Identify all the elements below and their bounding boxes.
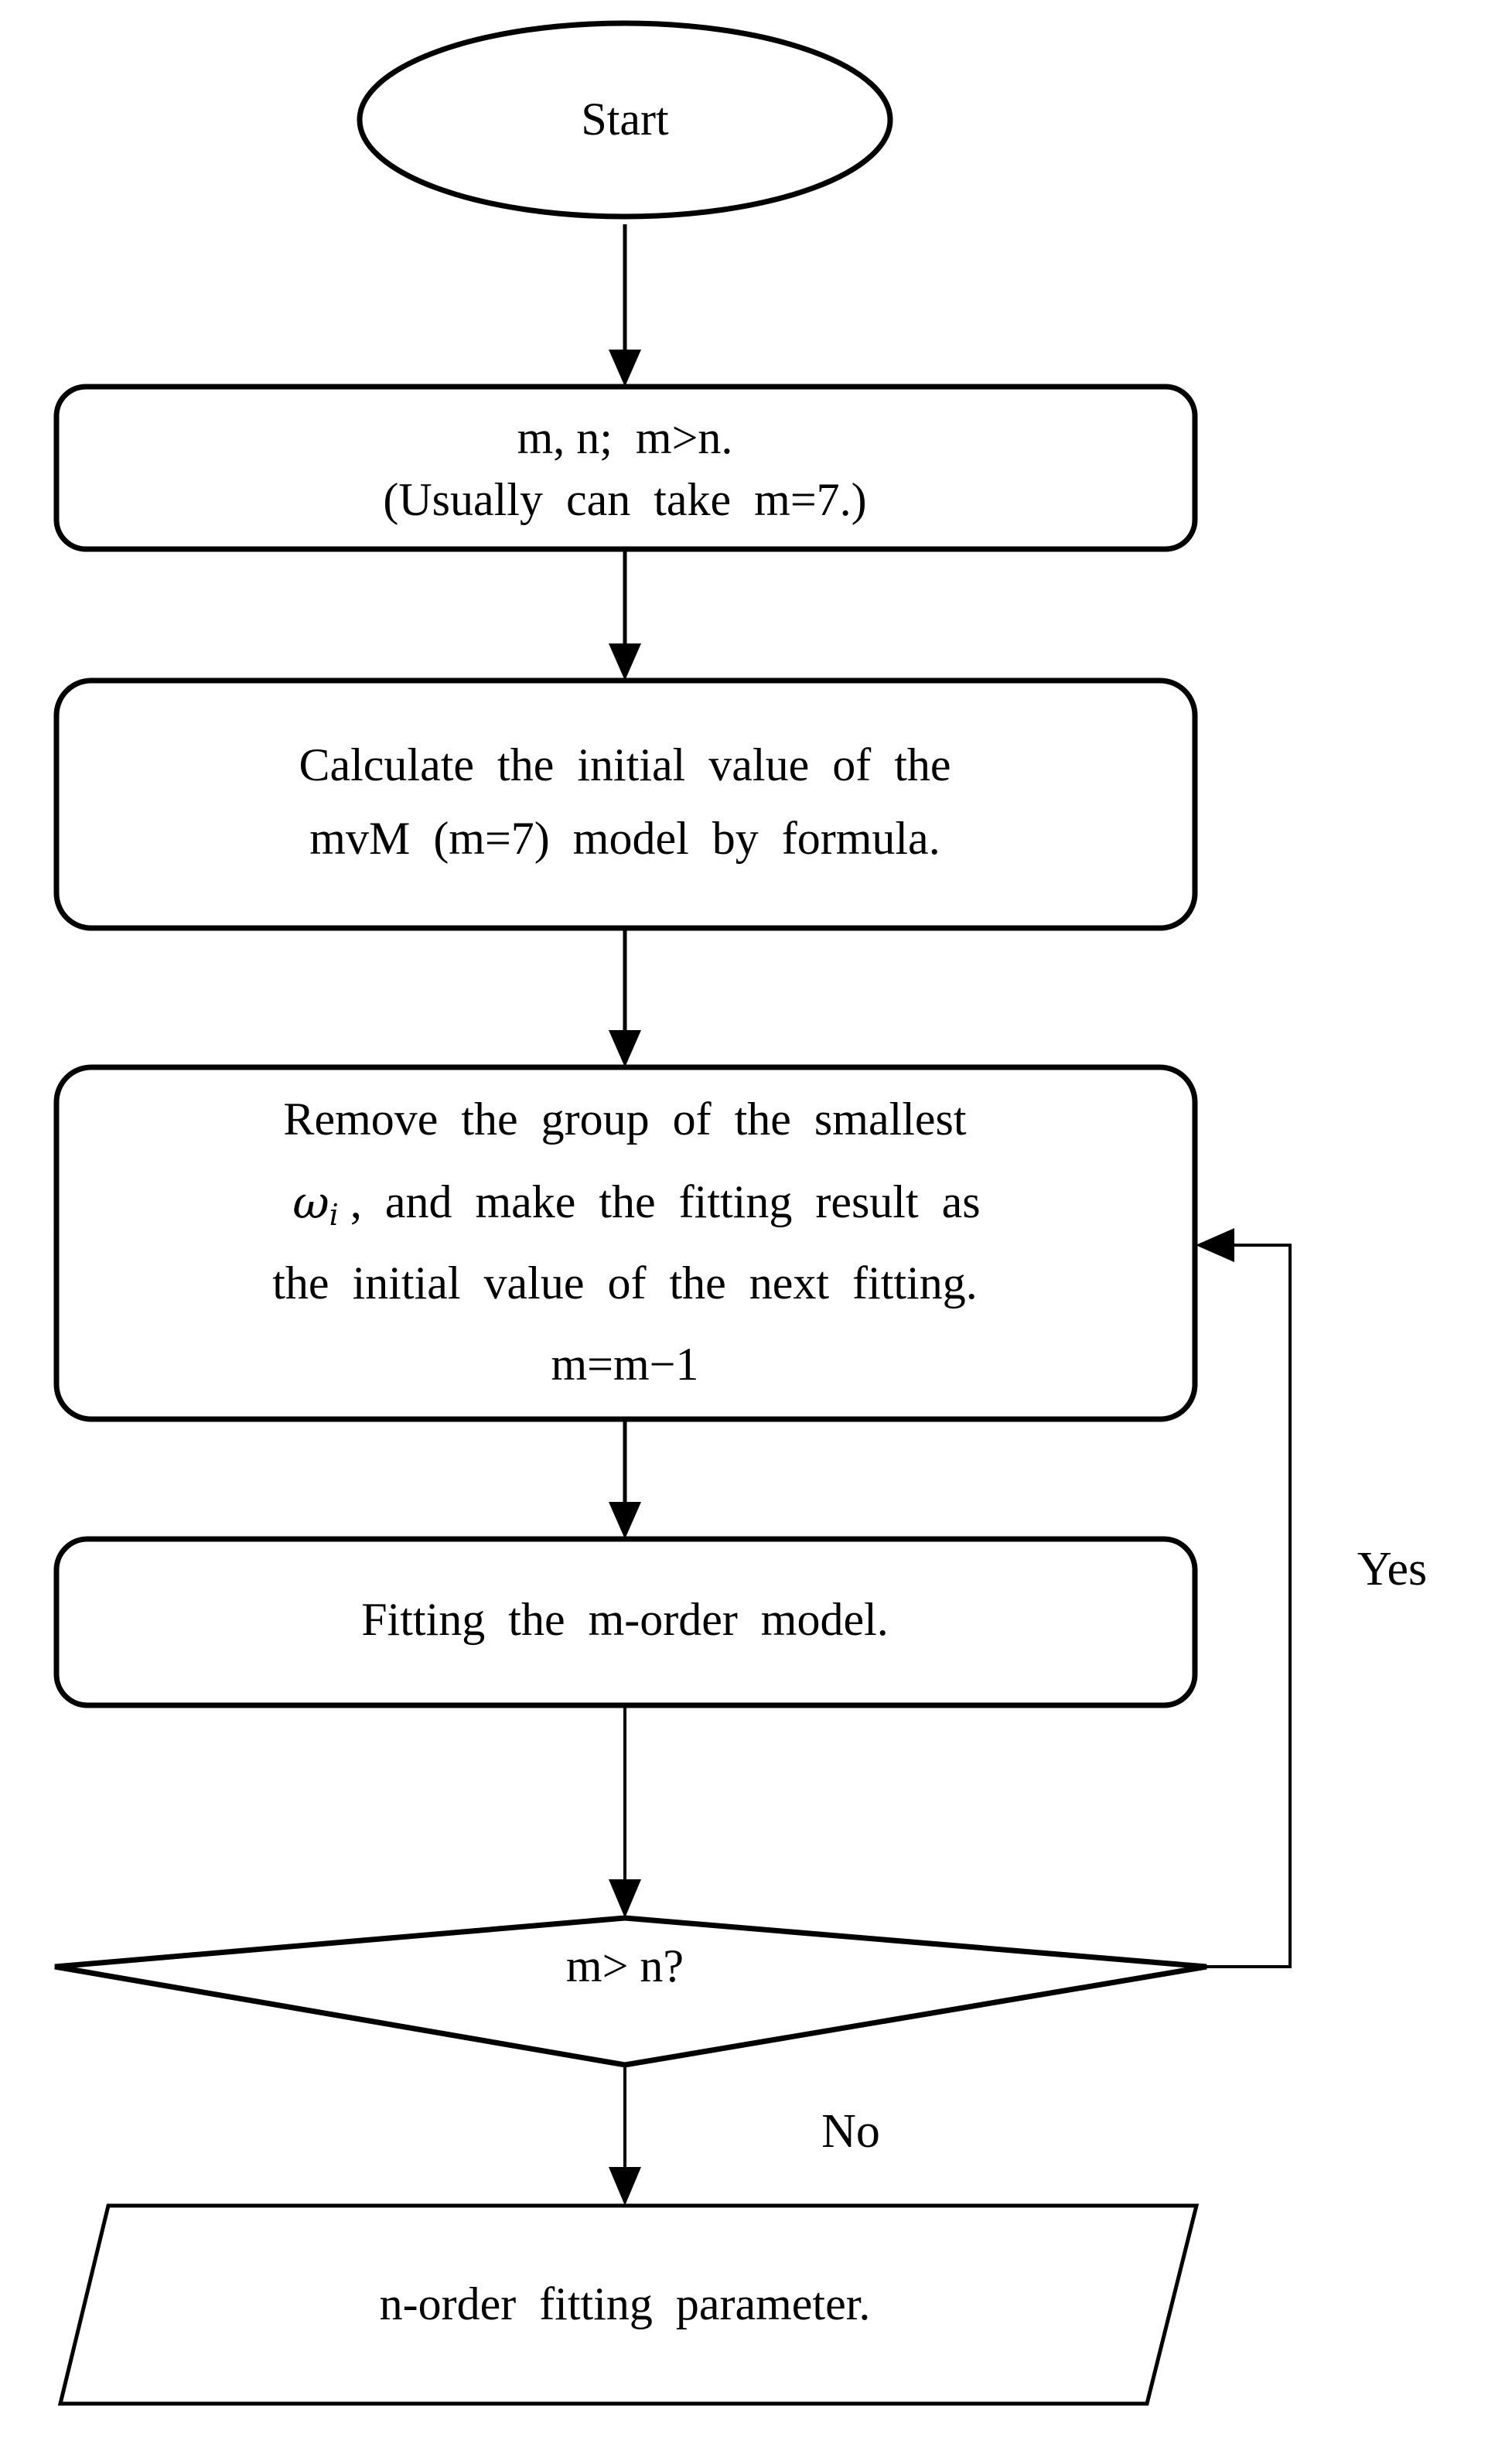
node-inputs-line1: m, n; m>n.	[517, 412, 733, 463]
node-inputs-line2: (Usually can take m=7.)	[383, 474, 866, 525]
node-fit-model-label: Fitting the m-order model.	[361, 1594, 889, 1645]
node-fit-model[interactable]: Fitting the m-order model.	[53, 1536, 1198, 1708]
omega-subscript: i	[329, 1198, 339, 1232]
connector-fit-model-to-decision	[609, 1705, 641, 1918]
node-output-label: n-order fitting parameter.	[380, 2278, 871, 2329]
connector-decision-to-output	[609, 2065, 641, 2206]
node-start[interactable]: Start	[357, 20, 893, 220]
connector-inputs-to-initial-value	[609, 549, 641, 681]
connector-decision-yes-feedback	[1196, 1228, 1292, 1968]
edge-label-no: No	[821, 2105, 880, 2158]
connector-initial-value-to-remove-group	[609, 927, 641, 1067]
node-initial-value[interactable]: Calculate the initial value of the mvM (…	[53, 677, 1198, 931]
edge-label-yes: Yes	[1357, 1543, 1427, 1595]
node-remove-group-line4: m=m−1	[551, 1339, 698, 1390]
node-initial-value-line2: mvM (m=7) model by formula.	[309, 813, 940, 864]
node-remove-group-line3: the initial value of the next fitting.	[272, 1258, 977, 1309]
node-start-label: Start	[581, 94, 669, 145]
connector-start-to-inputs	[609, 224, 641, 387]
connector-remove-group-to-fit-model	[609, 1419, 641, 1539]
node-decision-label: m> n?	[566, 1940, 684, 1991]
node-remove-group-line1: Remove the group of the smallest	[283, 1094, 966, 1145]
node-output[interactable]: n-order fitting parameter.	[57, 2203, 1200, 2406]
node-remove-group-line2: ωi , and make the fitting result as	[188, 1176, 1061, 1232]
node-decision[interactable]: m> n?	[54, 1915, 1207, 2068]
node-remove-group[interactable]: Remove the group of the smallest ωi , an…	[53, 1064, 1198, 1422]
omega-symbol: ω	[292, 1176, 329, 1229]
node-inputs[interactable]: m, n; m>n. (Usually can take m=7.)	[53, 384, 1198, 552]
node-remove-group-line2-rest: , and make the fitting result as	[339, 1176, 981, 1227]
node-initial-value-line1: Calculate the initial value of the	[299, 739, 951, 790]
